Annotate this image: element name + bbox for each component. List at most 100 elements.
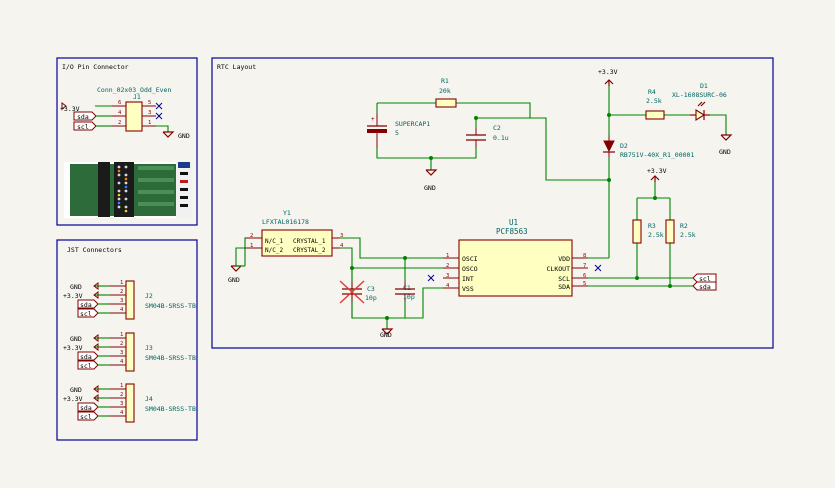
r4-value: 2.5k — [646, 97, 662, 105]
j1-pin-2: 2 — [118, 120, 121, 126]
svg-text:4: 4 — [340, 243, 344, 249]
jst-sda-label[interactable]: sda — [77, 402, 110, 412]
jst-pin-4: 4 — [120, 307, 124, 313]
svg-text:CLKOUT: CLKOUT — [547, 265, 571, 273]
jst-scl-label[interactable]: scl — [77, 411, 110, 421]
jst-sda-label[interactable]: sda — [77, 299, 110, 309]
r2-ref: R2 — [680, 222, 688, 230]
j1-no-connect-3 — [155, 112, 163, 120]
c1-capacitor[interactable]: C1 10p — [395, 282, 415, 302]
j1-gnd-symbol: GND — [162, 131, 190, 140]
jst-pin-1: 1 — [120, 280, 123, 286]
svg-text:scl: scl — [699, 275, 711, 283]
d1-ref: D1 — [700, 82, 708, 90]
y1-value: LFXTAL016178 — [262, 218, 309, 226]
svg-text:sda: sda — [699, 283, 711, 291]
jst-gnd-label: GND — [70, 335, 82, 343]
jst-sheet-title: JST Connectors — [67, 246, 122, 254]
svg-text:+3.3V: +3.3V — [598, 68, 618, 76]
j1-pin-4: 4 — [118, 110, 122, 116]
j3-value: SM04B-SRSS-TB — [145, 354, 196, 362]
svg-text:6: 6 — [583, 273, 586, 279]
svg-text:3: 3 — [446, 273, 449, 279]
jst-pin-3: 3 — [120, 298, 123, 304]
io-sheet-frame — [56, 57, 198, 226]
supercap1[interactable]: + SUPERCAP1 5 — [367, 114, 430, 148]
svg-text:+3.3V: +3.3V — [647, 167, 667, 175]
c2-value: 0.1u — [493, 134, 509, 142]
j2-value: SM04B-SRSS-TB — [145, 302, 196, 310]
c2-ref: C2 — [493, 124, 501, 132]
r3-ref: R3 — [648, 222, 656, 230]
r2-value: 2.5k — [680, 231, 696, 239]
jst-pin-1: 1 — [120, 383, 123, 389]
d1-led[interactable]: D1 XL-1608SURC-06 — [672, 82, 727, 121]
y1-crystal[interactable]: Y1 LFXTAL016178 N/C_1 N/C_2 CRYSTAL_1 CR… — [245, 209, 344, 257]
j1-no-connect-5 — [155, 102, 163, 110]
raspberry-pi-header-image — [64, 162, 192, 218]
svg-text:sda: sda — [77, 113, 89, 121]
u1-clkout-no-connect — [594, 264, 602, 272]
svg-text:GND: GND — [424, 184, 436, 192]
svg-text:3: 3 — [340, 233, 343, 239]
jst-pin-1: 1 — [120, 332, 123, 338]
gnd-symbol-crystal: GND — [228, 265, 245, 284]
j1-sda-label[interactable]: sda — [73, 111, 112, 121]
svg-text:scl: scl — [80, 362, 92, 370]
jst-scl-label[interactable]: scl — [77, 360, 110, 370]
svg-text:+: + — [371, 116, 375, 123]
jst-3v3-label: +3.3V — [63, 344, 83, 352]
rtc-junctions — [350, 113, 672, 320]
j1-3v3-power: +3.3V — [60, 102, 112, 113]
r1-resistor[interactable]: R1 20k — [435, 77, 457, 108]
j1-pin-6: 6 — [118, 100, 121, 106]
svg-text:GND: GND — [380, 331, 392, 339]
svg-text:2: 2 — [446, 263, 449, 269]
j2-ref: J2 — [145, 292, 153, 300]
svg-text:CRYSTAL_1: CRYSTAL_1 — [293, 238, 326, 245]
io-sheet-title: I/O Pin Connector — [62, 63, 129, 71]
svg-text:2: 2 — [250, 233, 253, 239]
d2-value: RB751V-40X_R1_00001 — [620, 151, 694, 159]
c1-value: 10p — [403, 293, 415, 301]
j1-scl-label[interactable]: scl — [73, 121, 112, 131]
c3-capacitor[interactable]: C3 10p — [339, 280, 377, 304]
power-3v3-right: +3.3V — [647, 167, 667, 182]
jst-gnd-label: GND — [70, 283, 82, 291]
jst-pin-4: 4 — [120, 410, 124, 416]
r4-resistor[interactable]: R4 2.5k — [645, 88, 665, 120]
c3-value: 10p — [365, 294, 377, 302]
j1-connector[interactable]: J1 Conn_02x03_Odd_Even 6 5 4 3 2 1 — [97, 86, 171, 132]
u1-pcf8563[interactable]: U1 PCF8563 OSCI OSCO INT VSS VDD CLKOUT … — [443, 218, 588, 297]
power-3v3-top: +3.3V — [598, 68, 618, 86]
j4-connector[interactable]: 1 2 3 4 J4 SM04B-SRSS-TB GND +3.3V sda s… — [63, 383, 196, 423]
svg-text:OSCO: OSCO — [462, 265, 478, 273]
j1-value: Conn_02x03_Odd_Even — [97, 86, 171, 94]
j2-connector[interactable]: 1 2 3 4 J2 SM04B-SRSS-TB GND +3.3V sda s… — [63, 280, 196, 320]
jst-sda-label[interactable]: sda — [77, 351, 110, 361]
c2-capacitor[interactable]: C2 0.1u — [466, 124, 509, 148]
r2-resistor[interactable]: R2 2.5k — [665, 219, 696, 244]
u1-int-no-connect — [427, 274, 435, 282]
rtc-scl-label[interactable]: scl — [692, 273, 717, 283]
jst-pin-4: 4 — [120, 359, 124, 365]
svg-text:scl: scl — [80, 413, 92, 421]
rtc-sda-label[interactable]: sda — [692, 281, 717, 291]
c3-ref: C3 — [367, 285, 375, 293]
r3-resistor[interactable]: R3 2.5k — [632, 219, 664, 244]
jst-gnd-label: GND — [70, 386, 82, 394]
svg-text:sda: sda — [80, 353, 92, 361]
jst-pin-2: 2 — [120, 341, 123, 347]
svg-text:4: 4 — [446, 283, 450, 289]
svg-text:GND: GND — [178, 132, 190, 140]
jst-scl-label[interactable]: scl — [77, 308, 110, 318]
gnd-symbol-led: GND — [719, 134, 733, 156]
d2-diode[interactable]: D2 RB751V-40X_R1_00001 — [603, 135, 694, 159]
j1-pin-3: 3 — [148, 110, 151, 116]
svg-text:CRYSTAL_2: CRYSTAL_2 — [293, 247, 326, 254]
svg-text:OSCI: OSCI — [462, 255, 478, 263]
svg-text:scl: scl — [77, 123, 89, 131]
j3-connector[interactable]: 1 2 3 4 J3 SM04B-SRSS-TB GND +3.3V sda s… — [63, 332, 196, 372]
svg-text:5: 5 — [583, 281, 586, 287]
